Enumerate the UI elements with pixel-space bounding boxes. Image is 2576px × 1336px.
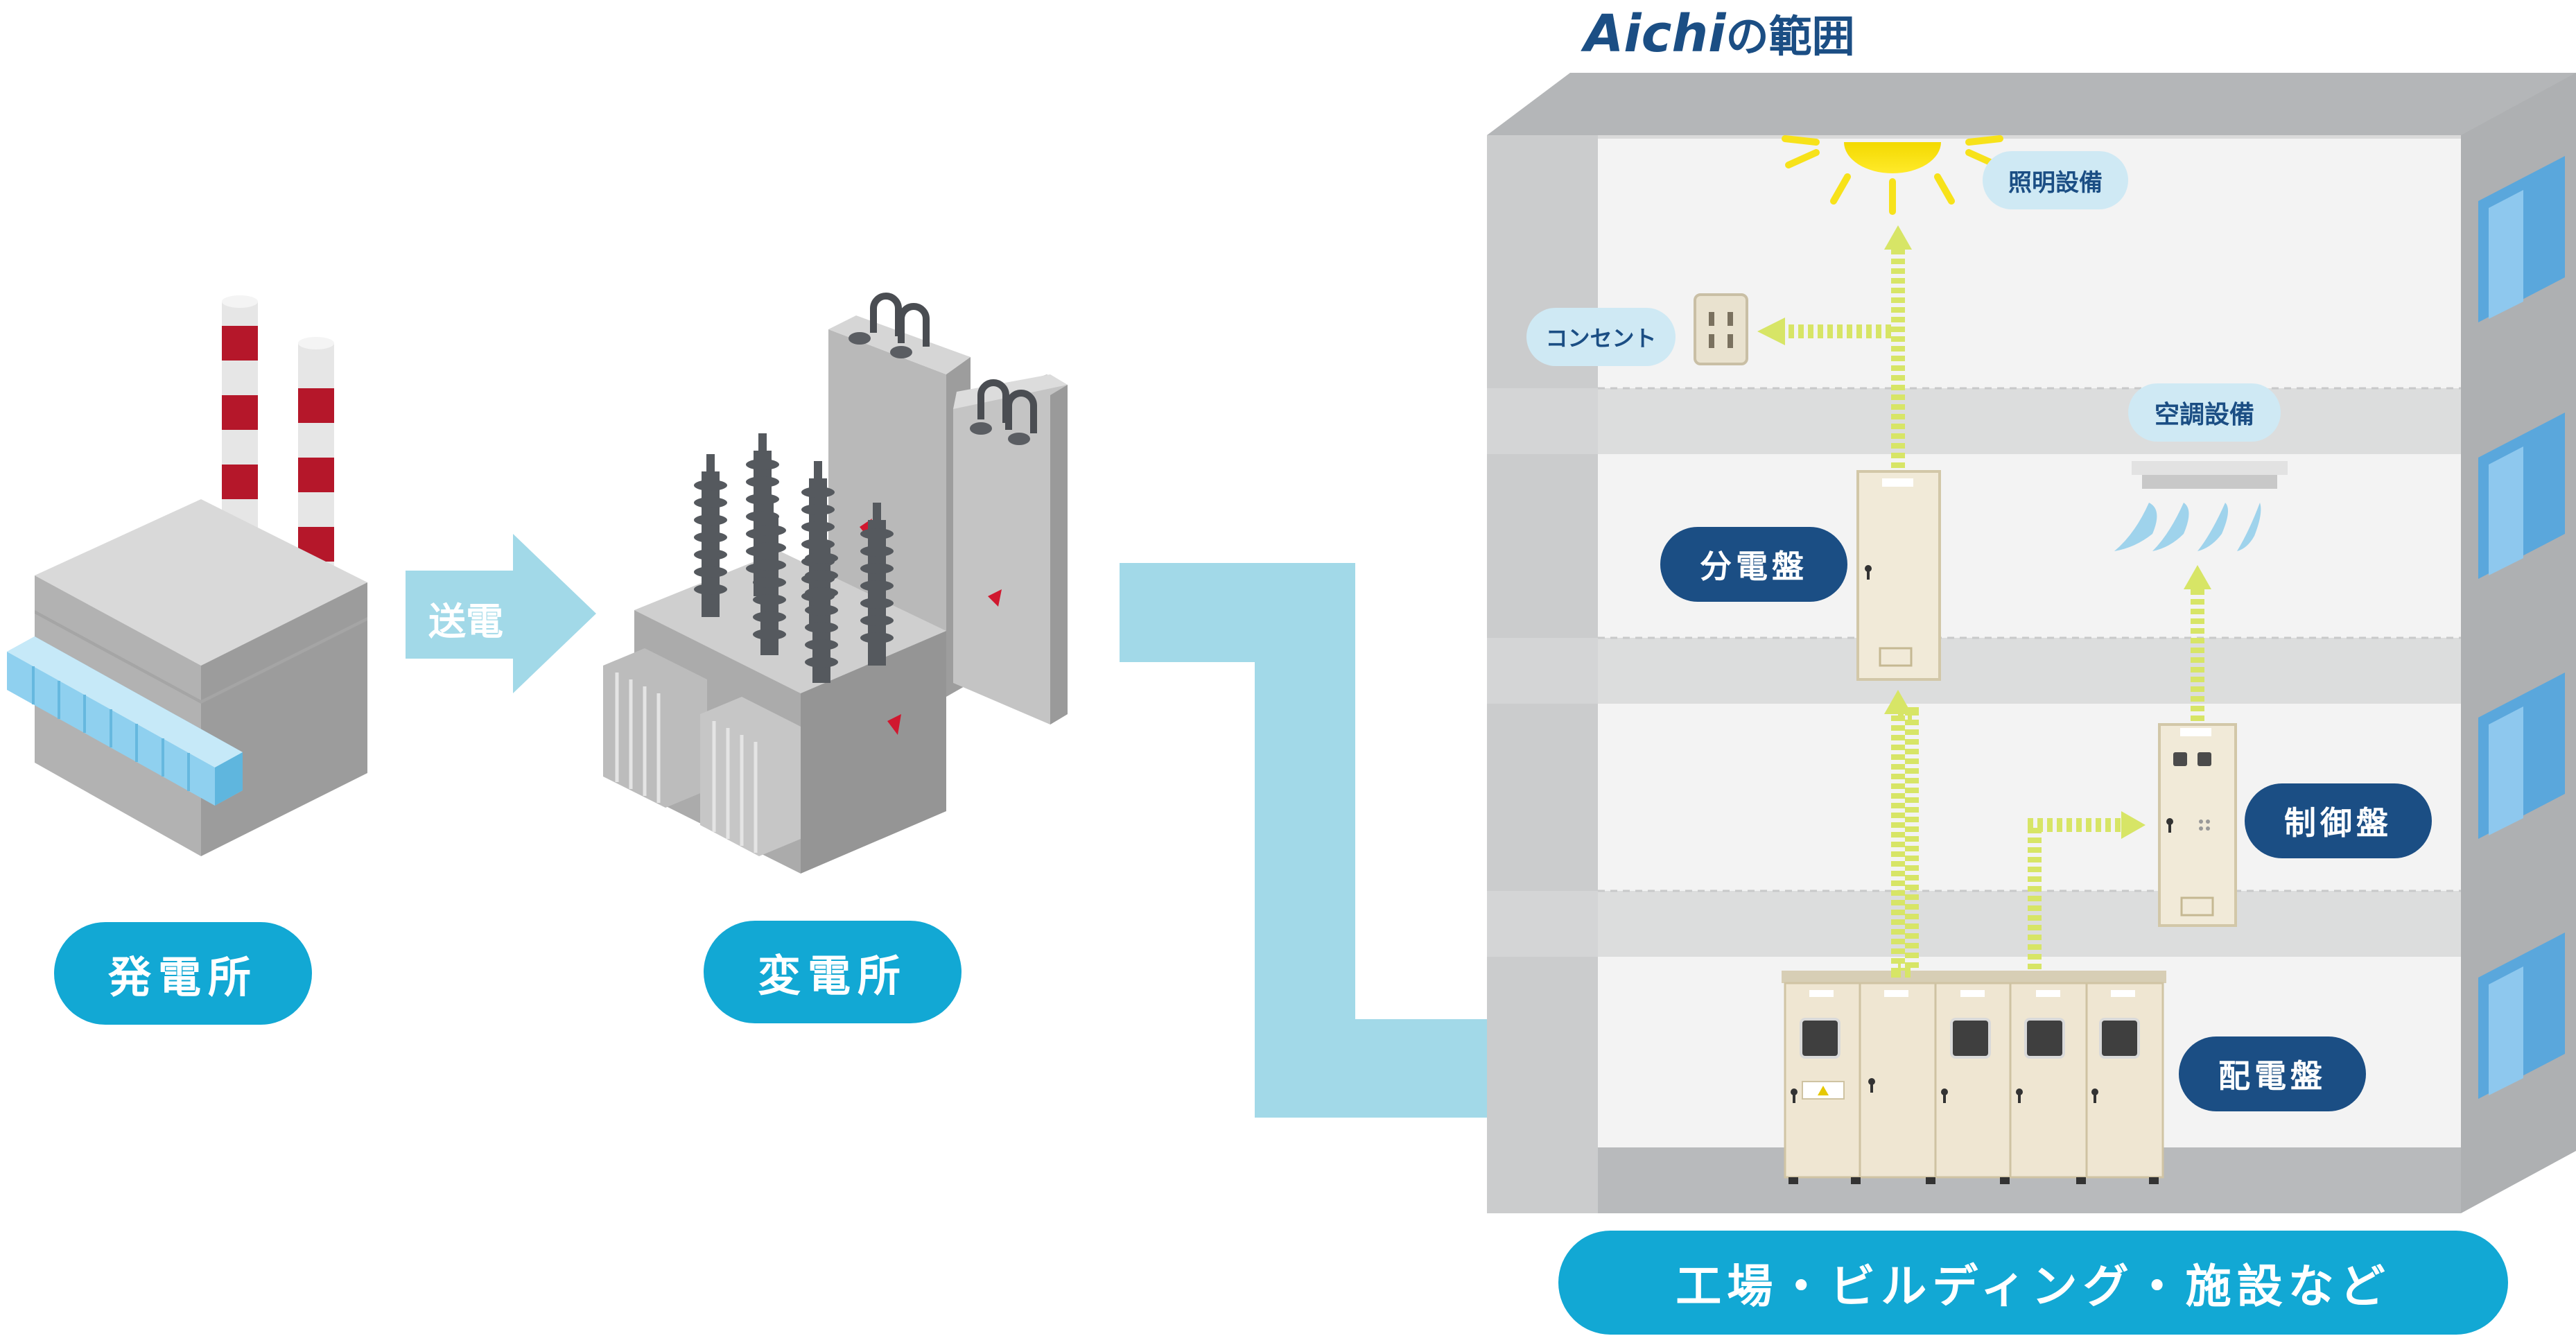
chimney-left (222, 295, 258, 530)
substation-illustration (603, 293, 1068, 874)
radiator-fins (603, 648, 801, 856)
distribution-board-cabinet (1856, 470, 1941, 681)
building-windows (2478, 156, 2565, 1099)
chimney-right (298, 337, 334, 572)
building-caption: 工場・ビルディング・施設など (1558, 1231, 2508, 1335)
switchboard-label: 配電盤 (2179, 1036, 2366, 1111)
power-arrow-to-light (1884, 225, 1912, 468)
transmission-arrow (406, 534, 596, 693)
switchboard-cabinet (1782, 971, 2166, 1184)
solar-panels (7, 636, 243, 806)
power-arrow-to-distribution-board (1884, 690, 1919, 978)
power-arrow-to-aircon (2184, 565, 2211, 721)
power-flow-arrows (1757, 225, 2211, 978)
outlet-label: コンセント (1526, 308, 1676, 366)
control-panel-cabinet (2158, 723, 2237, 927)
bushings (694, 433, 894, 683)
substation-label: 変電所 (704, 921, 961, 1023)
transmission-label: 送電 (428, 600, 503, 643)
brand-name: Aichi (1584, 4, 1726, 64)
outlet-icon (1694, 293, 1748, 365)
aircon-label: 空調設備 (2128, 383, 2281, 442)
power-arrow-to-outlet (1757, 318, 1891, 345)
power-plant-label: 発電所 (54, 922, 312, 1025)
building-illustration (1487, 73, 2576, 1213)
ceiling-light-icon (1782, 135, 2003, 215)
brand-suffix: の範囲 (1725, 11, 1855, 62)
control-panel-label: 制御盤 (2245, 783, 2432, 858)
lighting-label: 照明設備 (1983, 151, 2128, 209)
distribution-board-label: 分電盤 (1660, 527, 1847, 602)
power-arrow-to-control-panel (2028, 811, 2146, 969)
brand-title: Aichiの範囲 (1584, 1, 1855, 64)
air-conditioner-icon (2114, 461, 2288, 551)
power-plant-illustration (7, 295, 367, 856)
feed-arrow (1120, 563, 1830, 1137)
